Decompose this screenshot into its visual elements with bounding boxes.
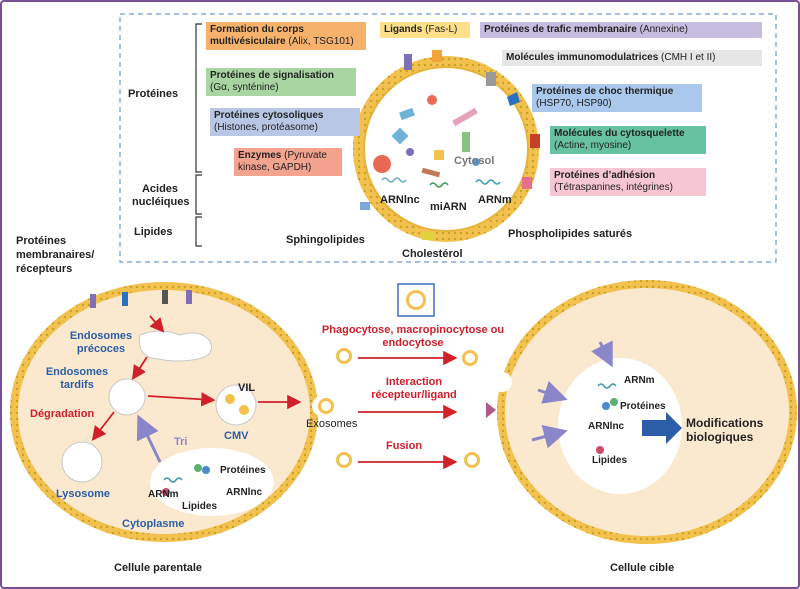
early-endosome-label: Endosomes précoces	[69, 330, 133, 355]
exosomes-label: Exosomes	[306, 418, 358, 430]
phospholipids-label: Phospholipides saturés	[508, 228, 633, 240]
category-proteins: Protéines	[128, 88, 179, 100]
vil-label: VIL	[238, 382, 256, 394]
sphingolipids-label: Sphingolipides	[286, 234, 365, 246]
box-adhesion: Protéines d’adhésion(Tétraspanines, inté…	[550, 168, 706, 196]
box-squelette: Molécules du cytosquelette(Actine, myosi…	[550, 126, 706, 154]
late-endosome-label: Endosomes tardifs	[45, 366, 109, 391]
target-arnm-label: ARNm	[624, 375, 655, 386]
inset-frame	[119, 13, 777, 263]
box-immuno: Molécules immunomodulatrices (CMH I et I…	[502, 50, 762, 66]
membrane-proteins-label: Protéines membranaires/ récepteurs	[16, 235, 95, 275]
effect-label: Modifications biologiques	[686, 416, 764, 444]
box-mvb: Formation du corps multivésiculaire (Ali…	[206, 22, 366, 50]
cholesterol-label: Cholestérol	[402, 248, 463, 260]
vesicle-miarn-label: miARN	[430, 201, 467, 213]
vesicle-arnlnc-label: ARNlnc	[380, 194, 420, 206]
parent-cell-caption: Cellule parentale	[114, 562, 203, 574]
target-arnlnc-label: ARNlnc	[588, 421, 625, 432]
bracket-nucleic	[195, 174, 202, 215]
vesicle-arnm-label: ARNm	[478, 194, 512, 206]
parent-arnm-label: ARNm	[148, 489, 179, 500]
bracket-lipids	[195, 216, 202, 247]
box-choc: Protéines de choc thermique(HSP70, HSP90…	[532, 84, 702, 112]
parent-lipids-label: Lipides	[182, 501, 218, 512]
target-lipids-label: Lipides	[592, 455, 628, 466]
target-proteins-label: Protéines	[620, 401, 666, 412]
box-enzymes: Enzymes (Pyruvate kinase, GAPDH)	[234, 148, 342, 176]
route-fusion-label: Fusion	[386, 440, 423, 452]
box-cyto: Protéines cytosoliques(Histones, protéas…	[210, 108, 360, 136]
bracket-proteins	[195, 23, 202, 173]
route-phagocytosis-label: Phagocytose, macropinocytose ou endocyto…	[321, 324, 505, 349]
lysosome-label: Lysosome	[56, 488, 111, 500]
parent-proteins-label: Protéines	[220, 465, 266, 476]
box-signal: Protéines de signalisation(Gα, synténine…	[206, 68, 356, 96]
target-cell	[497, 280, 797, 544]
box-trafic: Protéines de trafic membranaire (Annexin…	[480, 22, 762, 38]
cmv-label: CMV	[224, 430, 249, 442]
cytosol-label: Cytosol	[454, 155, 495, 167]
parent-arnlnc-label: ARNlnc	[226, 487, 263, 498]
exosome-vesicle	[353, 56, 539, 242]
tri-label: Tri	[174, 436, 188, 448]
parent-cell	[10, 282, 318, 542]
effect-arrow	[642, 412, 682, 444]
cytoplasm-label: Cytoplasme	[122, 518, 185, 530]
category-lipids: Lipides	[134, 226, 173, 238]
box-ligands: Ligands (Fas-L)	[380, 22, 470, 38]
route-receptor-label: Interaction récepteur/ligand	[371, 376, 457, 401]
target-cell-caption: Cellule cible	[610, 562, 675, 574]
category-nucleic-acids: Acides nucléiques	[132, 183, 190, 208]
degradation-label: Dégradation	[30, 408, 95, 420]
